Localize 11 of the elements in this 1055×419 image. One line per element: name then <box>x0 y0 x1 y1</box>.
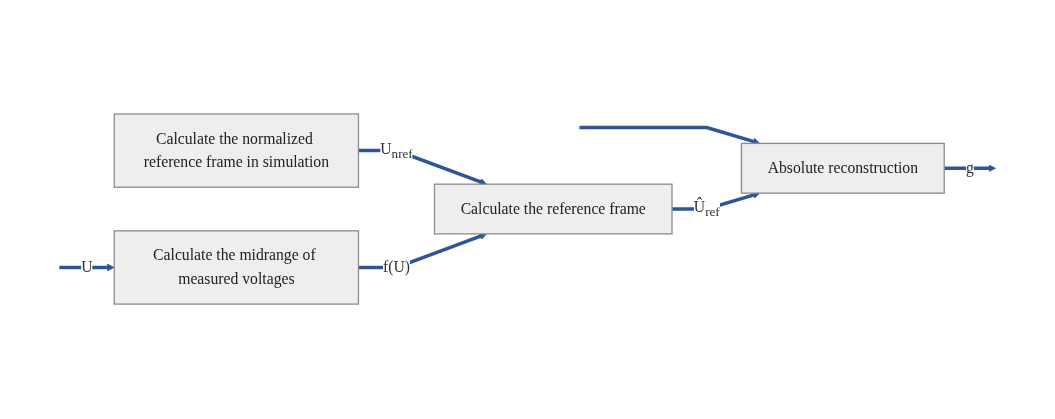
arrow <box>59 264 115 272</box>
node-box: Calculate the reference frame <box>433 184 673 235</box>
arrow <box>944 164 997 173</box>
edge-label: f(U) <box>382 258 410 277</box>
edge-label: U$_{nref}$ <box>380 140 413 162</box>
node-box: Calculate the normalized reference frame in simulation <box>113 113 360 189</box>
edge-label: g <box>966 159 974 178</box>
edge-label: Û$_{ref}$ <box>693 198 720 220</box>
node-box: Absolute reconstruction <box>740 143 945 195</box>
edge-label: U <box>81 258 93 277</box>
node-box: Calculate the midrange of measured voltages <box>113 230 360 306</box>
